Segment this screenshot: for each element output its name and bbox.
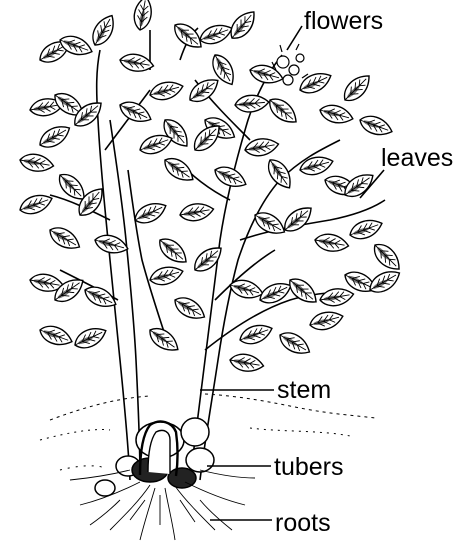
label-stem: stem	[277, 378, 331, 403]
roots	[70, 470, 255, 540]
tubers	[95, 418, 214, 496]
label-leaves: leaves	[381, 146, 453, 171]
label-tubers: tubers	[274, 455, 343, 480]
label-flowers: flowers	[304, 9, 383, 34]
leader-flowers	[287, 26, 302, 50]
label-roots: roots	[275, 511, 331, 536]
